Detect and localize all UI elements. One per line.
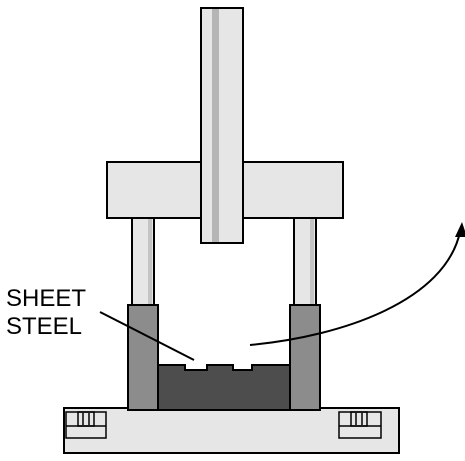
label-leader-line (99, 311, 195, 361)
left-column-shade (148, 219, 152, 304)
bolt-icon (65, 411, 107, 439)
press-base (63, 407, 400, 454)
right-column-shade (310, 219, 314, 304)
die-block (157, 364, 291, 411)
bolt-icon (338, 411, 382, 439)
sheet-steel-label-line2: STEEL (6, 313, 82, 340)
ram (200, 7, 244, 244)
right-guide-post (289, 304, 321, 411)
arrow-head (455, 222, 465, 237)
sheet-steel-label-line1: SHEET (6, 285, 86, 312)
left-guide-post (127, 304, 159, 411)
ram-highlight (212, 9, 219, 242)
curved-arrow-icon (249, 231, 461, 346)
